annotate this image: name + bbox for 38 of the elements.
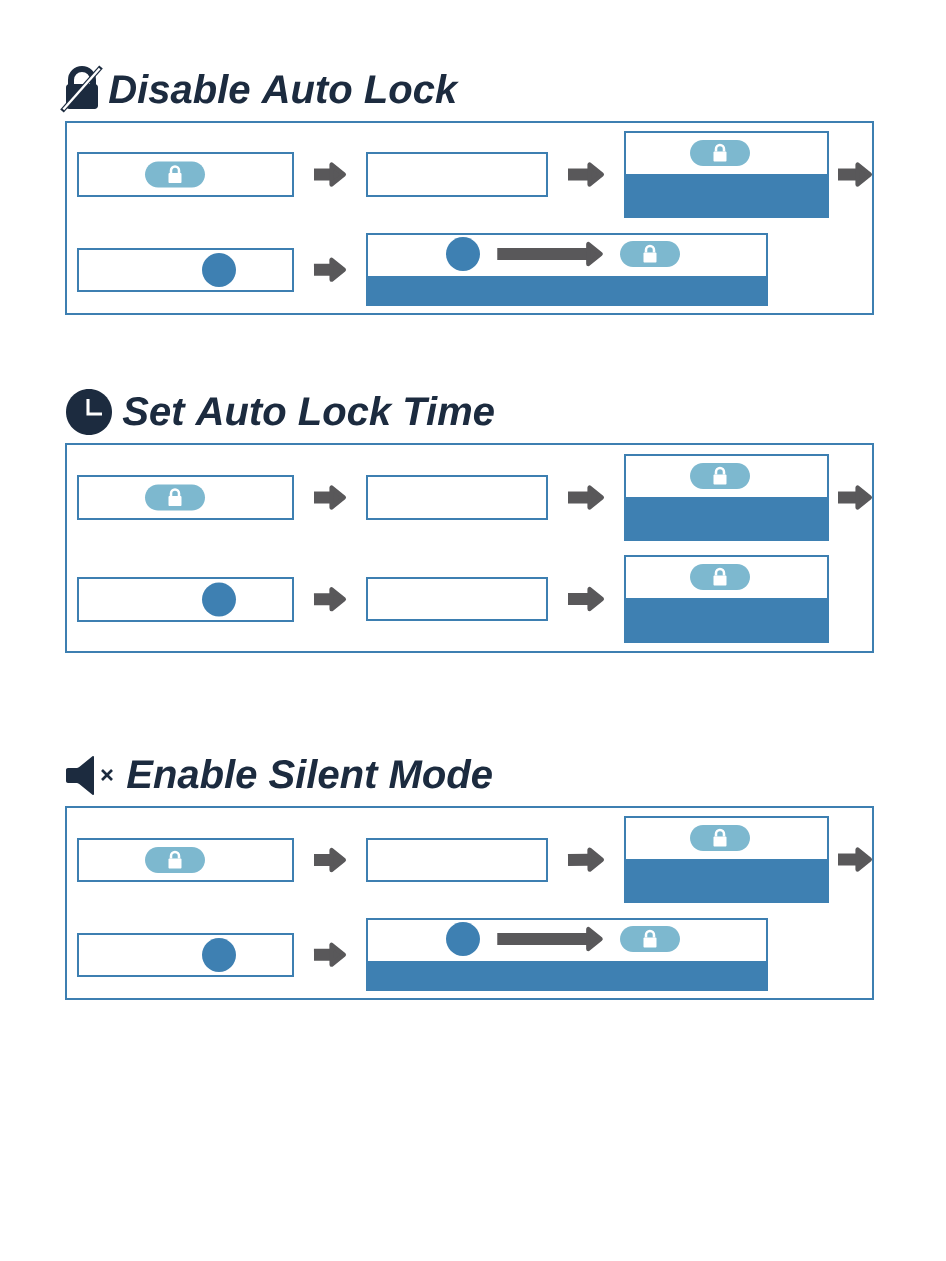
step-box [624, 454, 829, 541]
step-box [366, 475, 548, 520]
arrow [314, 847, 346, 873]
step-box [77, 838, 294, 882]
arrow [568, 485, 604, 510]
step-box [624, 816, 829, 903]
arrow [567, 847, 604, 872]
step-box [366, 838, 548, 882]
arrow [568, 586, 604, 612]
arrow [313, 587, 346, 612]
step-box [366, 233, 768, 306]
arrow [497, 241, 603, 267]
step-box [624, 555, 829, 643]
arrow [838, 847, 872, 872]
arrow [838, 485, 872, 510]
step-box [366, 918, 768, 991]
dot [446, 922, 480, 956]
step-box [366, 152, 548, 197]
arrow [314, 162, 346, 187]
lock-button [620, 241, 680, 267]
arrow [568, 162, 604, 187]
arrow [313, 257, 346, 282]
step-box [366, 577, 548, 621]
step-box [77, 475, 294, 520]
section-title: Enable Silent Mode [127, 759, 492, 789]
dot [446, 237, 480, 271]
step-box [77, 248, 294, 292]
lock-button [620, 926, 680, 952]
arrow [497, 926, 603, 952]
arrow [313, 942, 346, 967]
step-box [624, 131, 829, 218]
step-box [77, 933, 294, 977]
section-title: Disable Auto Lock [109, 74, 459, 104]
step-box [77, 152, 294, 197]
step-box [77, 577, 294, 622]
arrow [838, 162, 872, 187]
arrow [314, 485, 346, 510]
section-title: Set Auto Lock Time [122, 396, 494, 426]
